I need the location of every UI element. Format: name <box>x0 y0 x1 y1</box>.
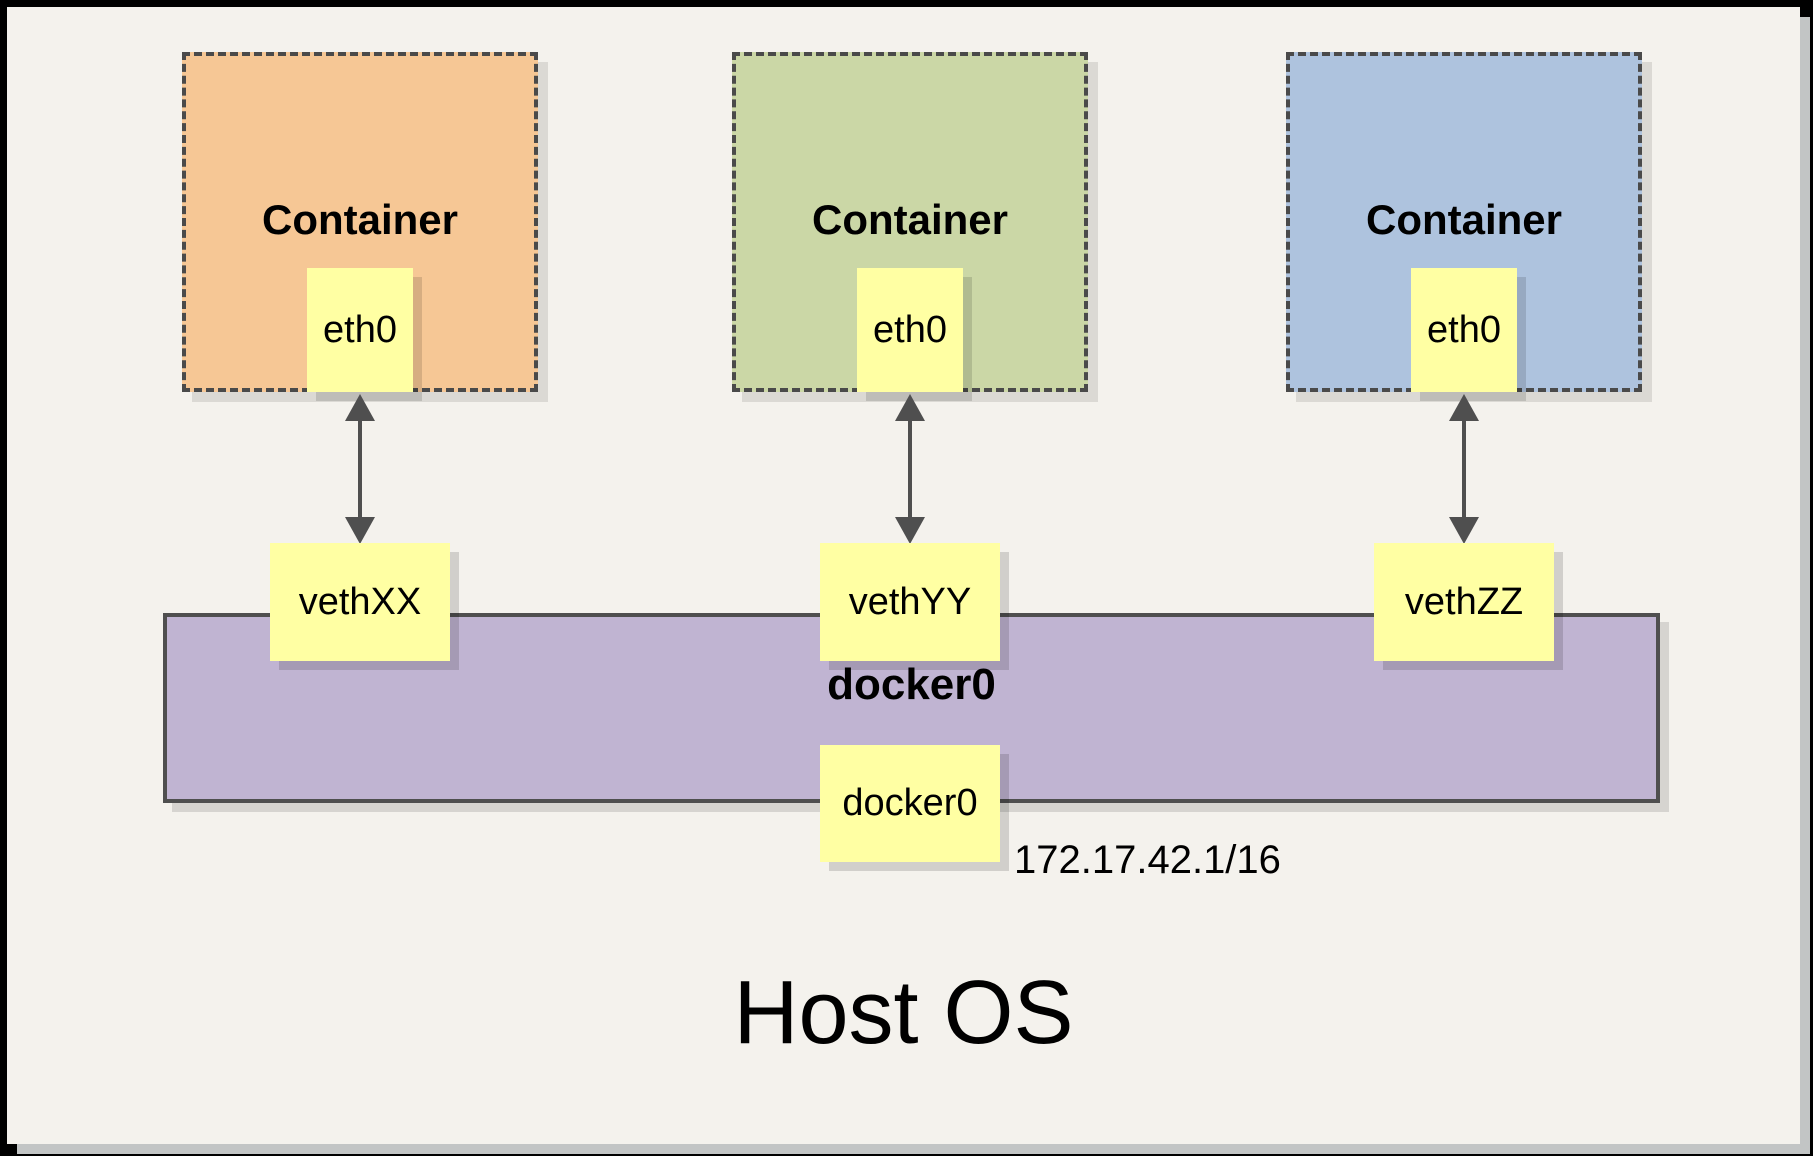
link-arrow-2 <box>895 394 925 544</box>
link-arrow-3 <box>1449 394 1479 544</box>
vethYY-box: vethYY <box>820 543 1000 661</box>
arrow-down-icon <box>1449 517 1479 544</box>
container-1-eth0-label: eth0 <box>323 308 397 351</box>
arrow-line <box>908 414 912 524</box>
container-3-title: Container <box>1365 196 1562 243</box>
vethZZ-box: vethZZ <box>1374 543 1554 661</box>
container-box-2: Container eth0 <box>732 52 1088 392</box>
link-arrow-1 <box>345 394 375 544</box>
container-3-eth0-label: eth0 <box>1427 308 1501 351</box>
container-1-eth0-box: eth0 <box>307 268 413 392</box>
host-os-label: Host OS <box>733 963 1074 1063</box>
container-box-3: Container eth0 <box>1286 52 1642 392</box>
arrow-line <box>358 414 362 524</box>
vethYY-label: vethYY <box>848 580 972 623</box>
vethXX-box: vethXX <box>270 543 450 661</box>
docker0-bridge-label: docker0 <box>827 660 996 709</box>
container-3-eth0-box: eth0 <box>1411 268 1517 392</box>
container-2-eth0-label: eth0 <box>873 308 947 351</box>
docker0-interface-box: docker0 <box>820 745 1000 862</box>
vethZZ-label: vethZZ <box>1404 580 1524 623</box>
vethXX-label: vethXX <box>298 580 422 623</box>
arrow-down-icon <box>895 517 925 544</box>
container-1-title: Container <box>261 196 458 243</box>
arrow-down-icon <box>345 517 375 544</box>
arrow-line <box>1462 414 1466 524</box>
container-2-title: Container <box>811 196 1008 243</box>
docker0-interface-label: docker0 <box>842 782 978 824</box>
container-2-eth0-box: eth0 <box>857 268 963 392</box>
container-box-1: Container eth0 <box>182 52 538 392</box>
bridge-ip-label: 172.17.42.1/16 <box>1014 838 1281 882</box>
